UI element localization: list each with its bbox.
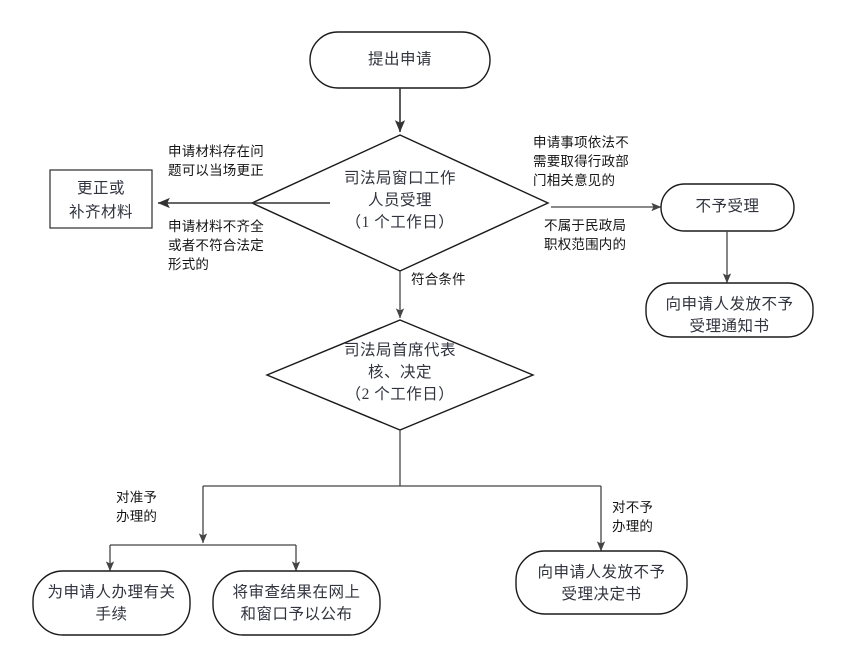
edge-label-right-lower: 不属于民政局 职权范围内的 [544, 218, 627, 252]
node-shape-nonacceptance-decision [515, 550, 688, 615]
node-shape-chief-review [265, 319, 535, 431]
edge-label-right-upper: 申请事项依法不 需要取得行政部 门相关意见的 [533, 135, 629, 188]
edge-label-left-upper: 申请材料存在问 题可以当场更正 [168, 144, 264, 178]
node-shape-correct-materials [49, 169, 153, 229]
node-shape-not-accepted [660, 183, 795, 232]
edge-label-middle-condition: 符合条件 [411, 272, 466, 287]
edge-label-left-lower: 申请材料不齐全 或者不符合法定 形式的 [168, 219, 264, 272]
node-shape-publish-result [212, 570, 381, 636]
node-shape-handle-procedures [32, 570, 191, 636]
edge-label-branch-reject: 对不予 办理的 [612, 500, 654, 534]
node-shape-nonacceptance-notice [645, 282, 814, 338]
edge-label-branch-approve: 对准予 办理的 [116, 490, 158, 524]
node-shape-start [309, 31, 491, 89]
